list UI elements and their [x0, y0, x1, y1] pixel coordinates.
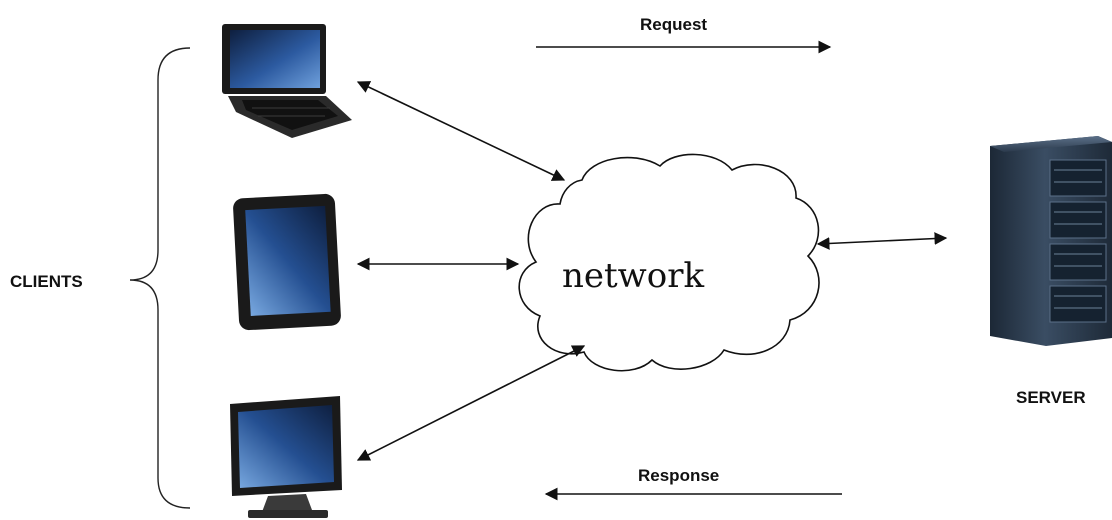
cloud-icon: [518, 153, 820, 372]
response-label: Response: [638, 466, 719, 485]
server-label: SERVER: [1016, 388, 1086, 407]
request-label: Request: [640, 15, 707, 34]
clients-label: CLIENTS: [10, 272, 83, 291]
monitor-icon: [230, 396, 342, 518]
tablet-icon: [233, 193, 341, 331]
network-label: network: [562, 256, 705, 296]
clients-brace: [129, 47, 191, 509]
laptop-network-connector: [356, 81, 566, 181]
laptop-icon: [222, 24, 352, 138]
server-rack-icon: [990, 136, 1112, 346]
monitor-network-connector: [356, 345, 586, 461]
network-server-connector: [816, 232, 948, 250]
